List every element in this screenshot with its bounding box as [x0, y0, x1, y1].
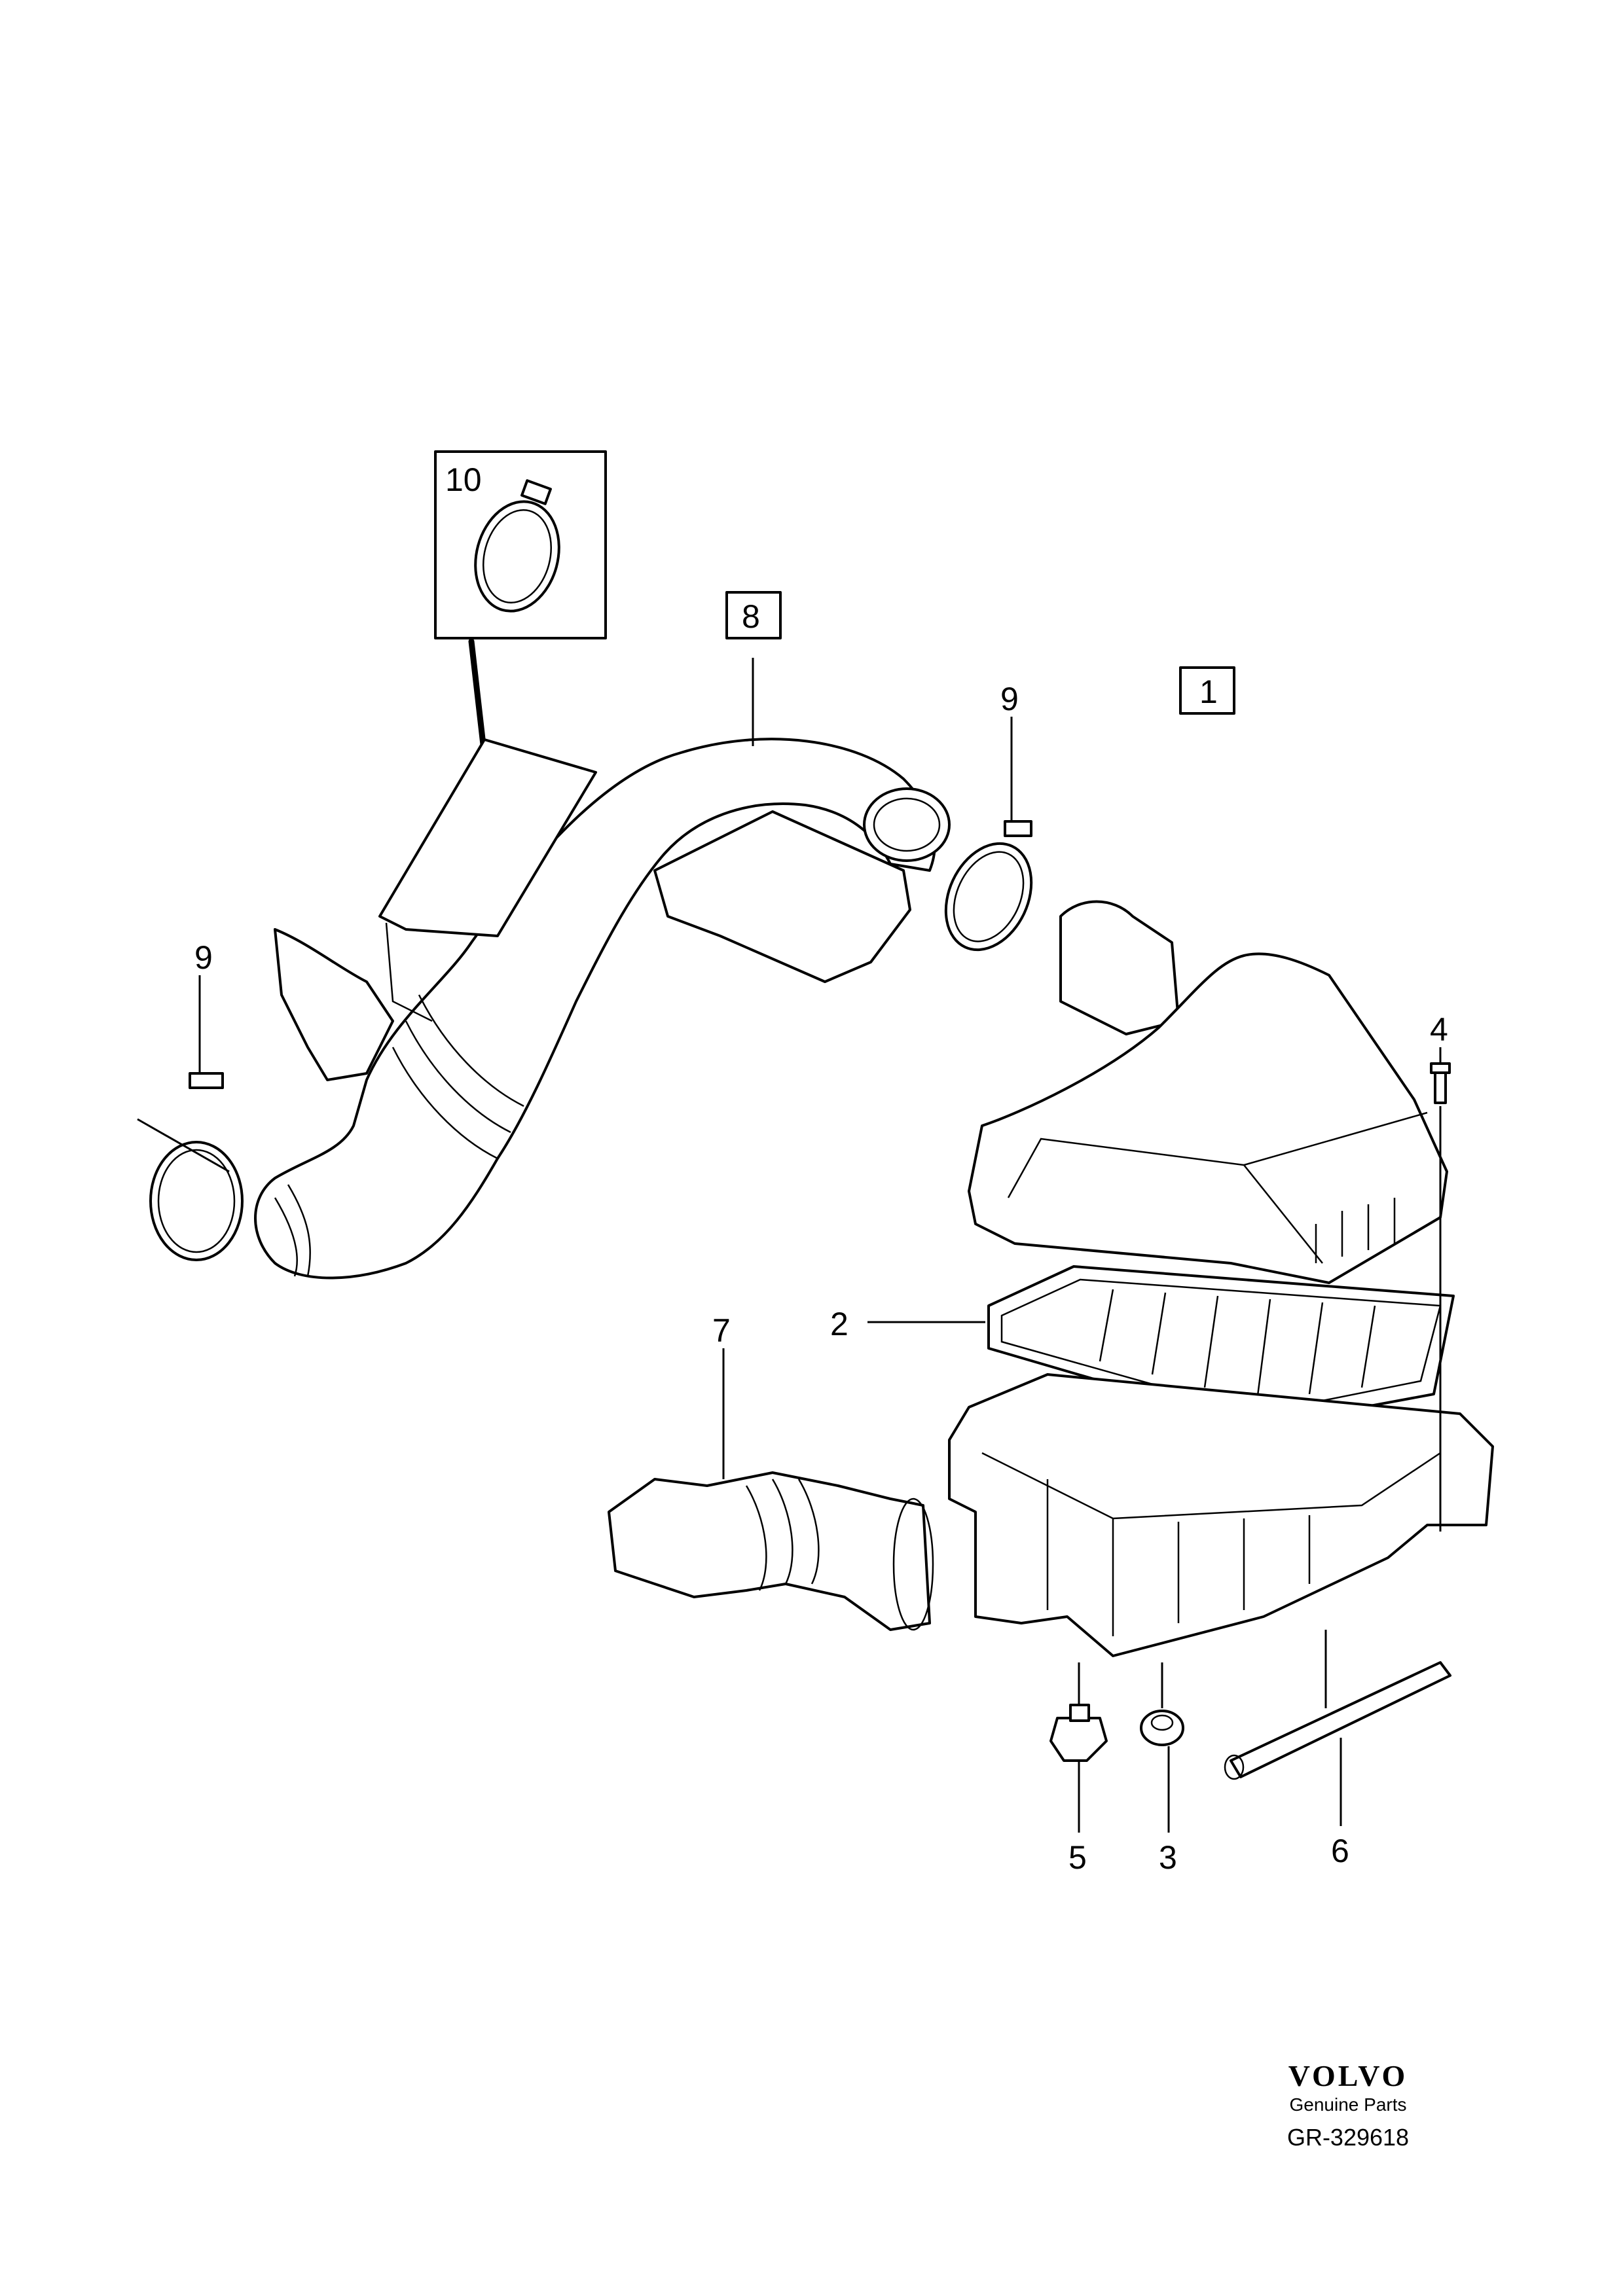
- rubber-strip-6: [1224, 1661, 1451, 1780]
- callout-8: 8: [742, 598, 760, 635]
- callout-2: 2: [830, 1306, 848, 1342]
- air-filter-housing-1: [968, 900, 1448, 1284]
- callout-3: 3: [1159, 1839, 1177, 1876]
- callout-1: 1: [1199, 673, 1218, 710]
- leader-lines: [137, 658, 1442, 1833]
- callout-box-1: [1179, 666, 1235, 715]
- hose-clamp-9-left: [149, 1072, 244, 1261]
- brand-logo: VOLVO: [1288, 2059, 1408, 2092]
- hose-clamp-9-right: [944, 820, 1033, 952]
- callout-10: 10: [445, 461, 482, 498]
- filter-element-2: [987, 1265, 1455, 1428]
- callout-9-right: 9: [1000, 681, 1019, 717]
- callout-9-left: 9: [194, 939, 213, 976]
- lower-housing: [948, 1373, 1494, 1657]
- intake-hose-8: [254, 738, 951, 1280]
- drawing-number: GR-329618: [1286, 2124, 1410, 2151]
- callout-4: 4: [1430, 1011, 1448, 1048]
- screw-4: [1430, 1062, 1451, 1104]
- inlet-hose-7: [608, 1471, 934, 1631]
- brand-tagline: Genuine Parts: [1289, 2094, 1407, 2115]
- fastener-5: [1049, 1704, 1108, 1762]
- callout-5: 5: [1068, 1839, 1087, 1876]
- callout-6: 6: [1331, 1833, 1349, 1869]
- callout-7: 7: [712, 1312, 731, 1349]
- callout-box-8: [725, 591, 782, 639]
- grommet-3: [1140, 1710, 1184, 1746]
